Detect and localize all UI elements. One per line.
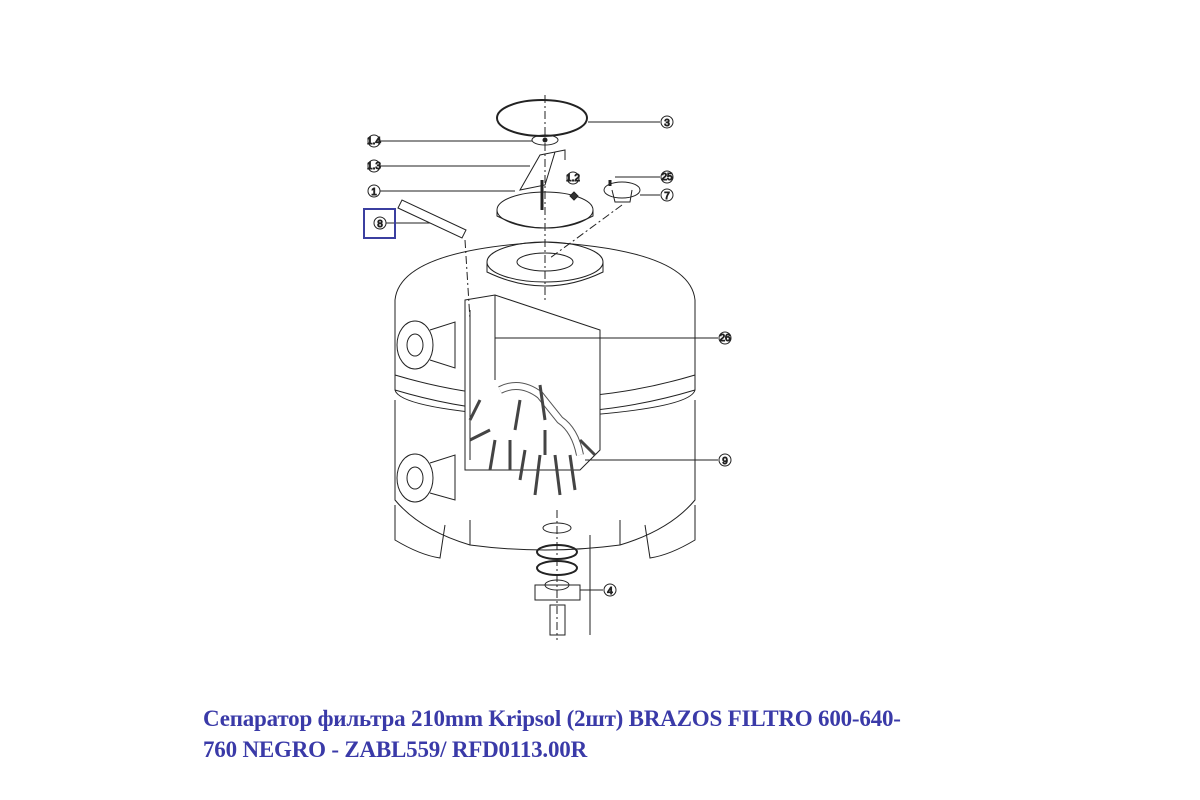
- callout-1-4: 1.4: [367, 136, 381, 147]
- lid-assembly: [397, 95, 641, 321]
- callout-1-3: 1.3: [367, 161, 381, 172]
- callout-3: 3: [664, 118, 670, 129]
- bottom-valve-assembly: [534, 510, 591, 640]
- callout-26: 26: [719, 333, 731, 344]
- callout-1: 1: [371, 187, 377, 198]
- filter-exploded-diagram: 3 1.4 1.3 1 1.2 25 7 8 26 9 4: [367, 95, 732, 640]
- highlighted-part-box: [363, 208, 396, 239]
- cutaway-internals: [464, 294, 601, 496]
- part-callouts: 3 1.4 1.3 1 1.2 25 7 8 26 9 4: [367, 115, 732, 598]
- callout-4: 4: [607, 586, 613, 597]
- product-caption: Сепаратор фильтра 210mm Kripsol (2шт) BR…: [203, 703, 1023, 765]
- side-flanges: [396, 320, 456, 503]
- callout-7: 7: [664, 191, 670, 202]
- callout-1-2: 1.2: [566, 173, 580, 184]
- filter-tank: [394, 241, 696, 559]
- caption-line-1: Сепаратор фильтра 210mm Kripsol (2шт) BR…: [203, 706, 901, 731]
- callout-9: 9: [722, 456, 728, 467]
- callout-8: 8: [377, 219, 383, 230]
- callout-25: 25: [661, 172, 673, 183]
- caption-line-2: 760 NEGRO - ZABL559/ RFD0113.00R: [203, 737, 587, 762]
